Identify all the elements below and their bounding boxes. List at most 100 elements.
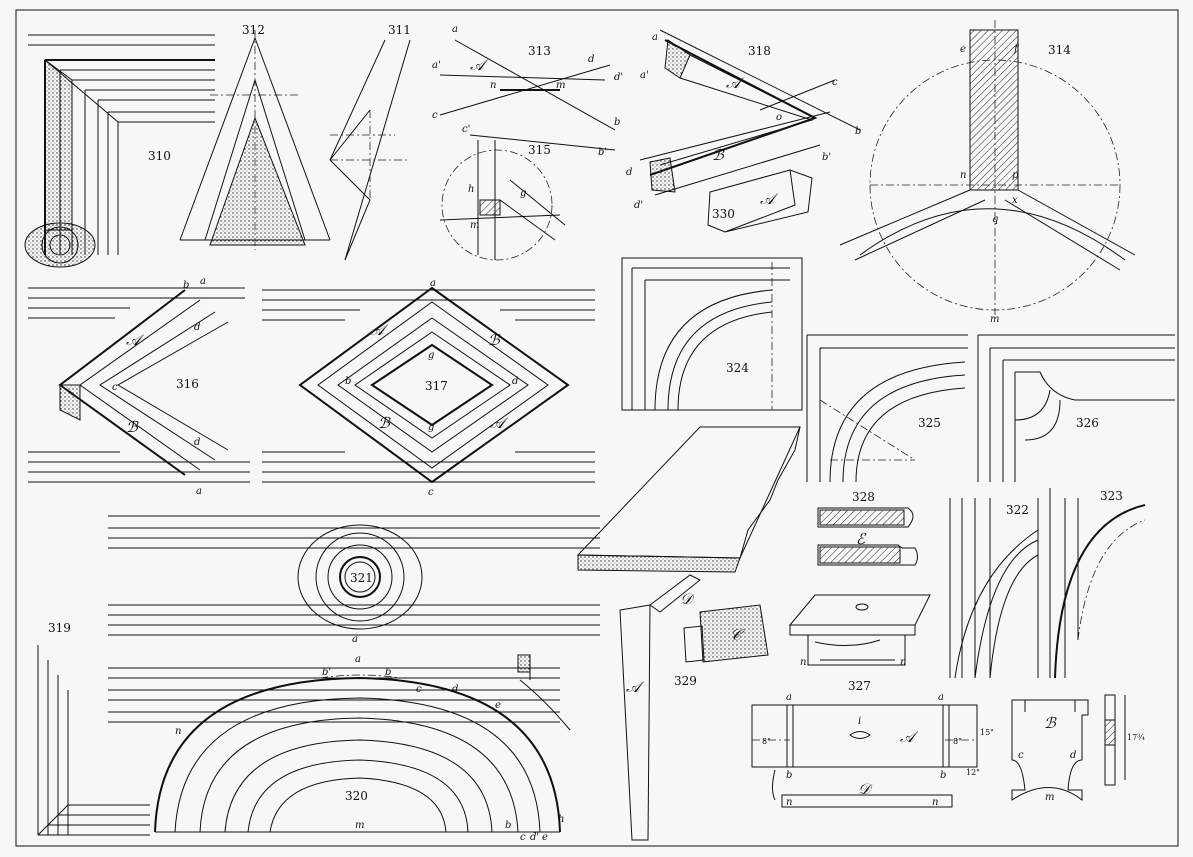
- letter-n-327: n: [800, 657, 806, 668]
- letter-h: h: [468, 184, 474, 195]
- fig-label-318: 318: [748, 44, 771, 58]
- figure-318: 318 𝒜 ℬ a a' d d' o c b b': [626, 29, 861, 211]
- letter-m: m: [556, 80, 565, 91]
- fig-label-321: 321: [350, 571, 373, 585]
- letter-i-plan: i: [858, 716, 861, 727]
- letter-n: n: [490, 80, 496, 91]
- letter-e-314: e: [960, 44, 966, 55]
- figure-314: 314 n p x q m e f: [839, 20, 1136, 325]
- sketch-detail: [517, 654, 571, 731]
- letter-script-a-330: 𝒜: [760, 190, 779, 208]
- letter-b-317: b: [345, 376, 351, 387]
- figure-316: 316 𝒜 ℬ b a d d a c: [28, 276, 250, 497]
- figure-315: 315 h g m: [439, 140, 566, 261]
- dim-8-right: 8": [953, 737, 962, 746]
- letter-b-prime: b': [598, 147, 607, 158]
- letter-script-a-316: 𝒜: [126, 331, 145, 349]
- letter-d: d: [588, 54, 594, 65]
- letter-g-317: g: [428, 350, 434, 361]
- letter-c: c: [432, 110, 438, 121]
- letter-b2-320: b: [505, 820, 511, 831]
- letter-script-b-316: ℬ: [126, 418, 139, 436]
- letter-b-prime-318: b': [822, 152, 831, 163]
- fig-label-322: 322: [1006, 503, 1029, 517]
- letter-d2-320: d': [530, 832, 539, 843]
- dim-15: 15": [980, 728, 994, 737]
- letter-c-320: c: [416, 684, 422, 695]
- fig-label-320: 320: [345, 789, 368, 803]
- figure-312: 312: [179, 23, 331, 250]
- letter-script-d-plan: 𝒟: [858, 780, 873, 798]
- figure-330: 330 𝒜: [707, 169, 813, 233]
- letter-a-prime: a': [432, 60, 441, 71]
- figure-320: 320 a b' b c d e n m b c d' e h: [108, 654, 564, 843]
- figure-322: 322: [949, 498, 1039, 679]
- letter-d-316: d: [194, 322, 200, 333]
- fig-label-310: 310: [148, 149, 171, 163]
- fig-label-325: 325: [918, 416, 941, 430]
- letter-b-318: b: [855, 126, 861, 137]
- board-a-plan: 𝒜 i a a b b 8" 8" 15" 12" 𝒟 n n: [751, 692, 994, 808]
- letter-script-a-317: 𝒜: [370, 321, 389, 339]
- dim-8-left: 8": [762, 737, 771, 746]
- letter-a-316: a: [200, 276, 206, 287]
- figure-328: 328 ℰ: [817, 490, 918, 566]
- figure-325: 325: [806, 334, 968, 483]
- fig-label-314: 314: [1048, 43, 1071, 57]
- letter-script-e-328: ℰ: [856, 530, 867, 548]
- letter-n-plan: n: [786, 797, 792, 808]
- dim-17: 17¾: [1127, 733, 1145, 742]
- letter-a-320: a: [355, 654, 361, 665]
- letter-a2-316: a: [196, 486, 202, 497]
- letter-m-314: m: [990, 314, 999, 325]
- fig-label-311: 311: [388, 23, 411, 37]
- figure-313: a a' c c' d d' b b' n m 𝒜 313: [432, 24, 623, 158]
- letter-script-b-bracket: ℬ: [1044, 714, 1057, 732]
- letter-c-316: c: [112, 382, 118, 393]
- letter-g2-317: g: [428, 422, 434, 433]
- board-perspective: [576, 426, 801, 573]
- letter-a-prime-318: a': [640, 70, 649, 81]
- figure-310: 310: [24, 34, 215, 268]
- letter-n-320: n: [175, 726, 181, 737]
- letter-d-317: d: [512, 376, 518, 387]
- letter-n-314: n: [960, 170, 966, 181]
- figure-327: 327 n n: [788, 594, 931, 693]
- dim-12: 12": [966, 768, 980, 777]
- letter-c-bracket: c: [1018, 750, 1024, 761]
- fig-label-328: 328: [852, 490, 875, 504]
- letter-d-bracket: d: [1070, 750, 1076, 761]
- letter-a: a: [452, 24, 458, 35]
- fig-label-323: 323: [1100, 489, 1123, 503]
- letter-script-a-318: 𝒜: [726, 74, 745, 92]
- fig-label-326: 326: [1076, 416, 1099, 430]
- letter-x-314: x: [1012, 195, 1018, 206]
- letter-m-bracket: m: [1045, 792, 1054, 803]
- fig-label-324: 324: [726, 361, 749, 375]
- fig-label-319: 319: [48, 621, 71, 635]
- letter-d-prime: d': [614, 72, 623, 83]
- letter-d-318: d: [626, 167, 632, 178]
- letter-a2-plan: a: [938, 692, 944, 703]
- fig-label-327: 327: [848, 679, 871, 693]
- letter-c2-320: c: [520, 832, 526, 843]
- letter-p-314: p: [1012, 170, 1019, 181]
- letter-d-prime-318: d': [634, 200, 643, 211]
- letter-b-prime-320: b': [322, 667, 331, 678]
- letter-g: g: [520, 188, 526, 199]
- figure-311: 311: [329, 23, 411, 261]
- letter-q-314: q: [992, 214, 998, 225]
- letter-c-prime: c': [462, 124, 470, 135]
- letter-e2-320: e: [542, 832, 548, 843]
- plate-border: [15, 9, 1179, 847]
- letter-m-315: m: [470, 220, 479, 231]
- fig-label-313: 313: [528, 44, 551, 58]
- letter-b2-plan: b: [940, 770, 946, 781]
- letter-d-320: d: [452, 684, 458, 695]
- fig-label-330: 330: [712, 207, 735, 221]
- fig-label-315: 315: [528, 143, 551, 157]
- letter-a-318: a: [652, 32, 658, 43]
- letter-d2-316: d: [194, 437, 200, 448]
